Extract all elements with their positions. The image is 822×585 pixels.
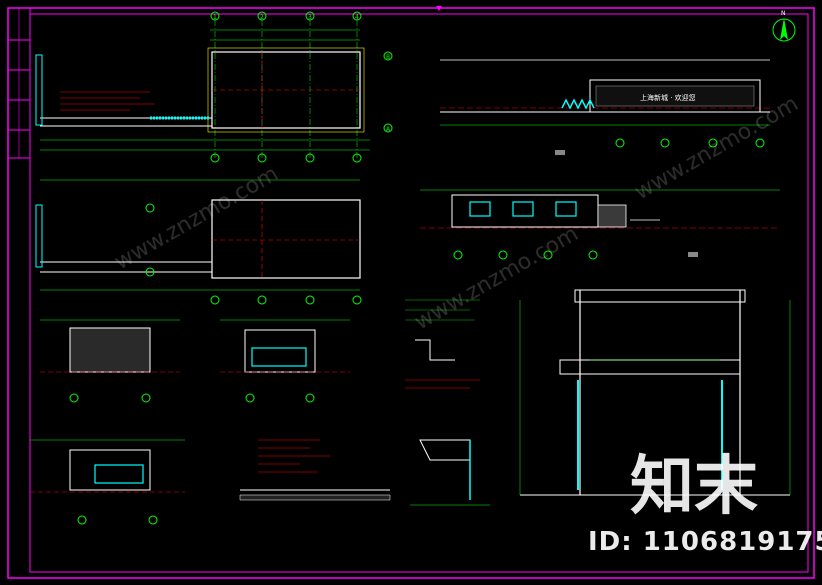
axis-bubbles-plan1: 1 2 3 4 B A (210, 11, 393, 163)
section-1 (30, 439, 185, 525)
watermark-logo: 知末 (630, 450, 758, 520)
plan-1 (35, 20, 370, 160)
svg-text:A: A (386, 126, 391, 133)
drawing-frame (7, 7, 815, 579)
detail-1 (405, 299, 480, 389)
notes-block (239, 439, 391, 501)
north-arrow-label: N (781, 10, 786, 17)
svg-text:4: 4 (355, 14, 359, 21)
elevation-2 (420, 189, 780, 260)
watermark-logo-text: 知末 (630, 450, 758, 520)
inner-frame (29, 13, 809, 573)
svg-text:3: 3 (308, 14, 312, 21)
title-block (7, 7, 31, 159)
signboard-text: 上海新城 · 欢迎您 (640, 93, 696, 102)
elevation-4 (220, 319, 350, 403)
north-arrow-icon: N (772, 10, 796, 42)
plan-2 (35, 179, 362, 305)
watermark-id: ID: 1106819175 (588, 527, 822, 557)
svg-text:B: B (386, 54, 390, 61)
section-large (519, 289, 791, 496)
top-marker (436, 6, 442, 11)
elevation-1: 上海新城 · 欢迎您 (440, 59, 770, 155)
detail-2 (410, 439, 490, 506)
svg-text:1: 1 (213, 14, 217, 21)
elevation-3 (40, 319, 180, 403)
svg-text:2: 2 (260, 14, 264, 21)
